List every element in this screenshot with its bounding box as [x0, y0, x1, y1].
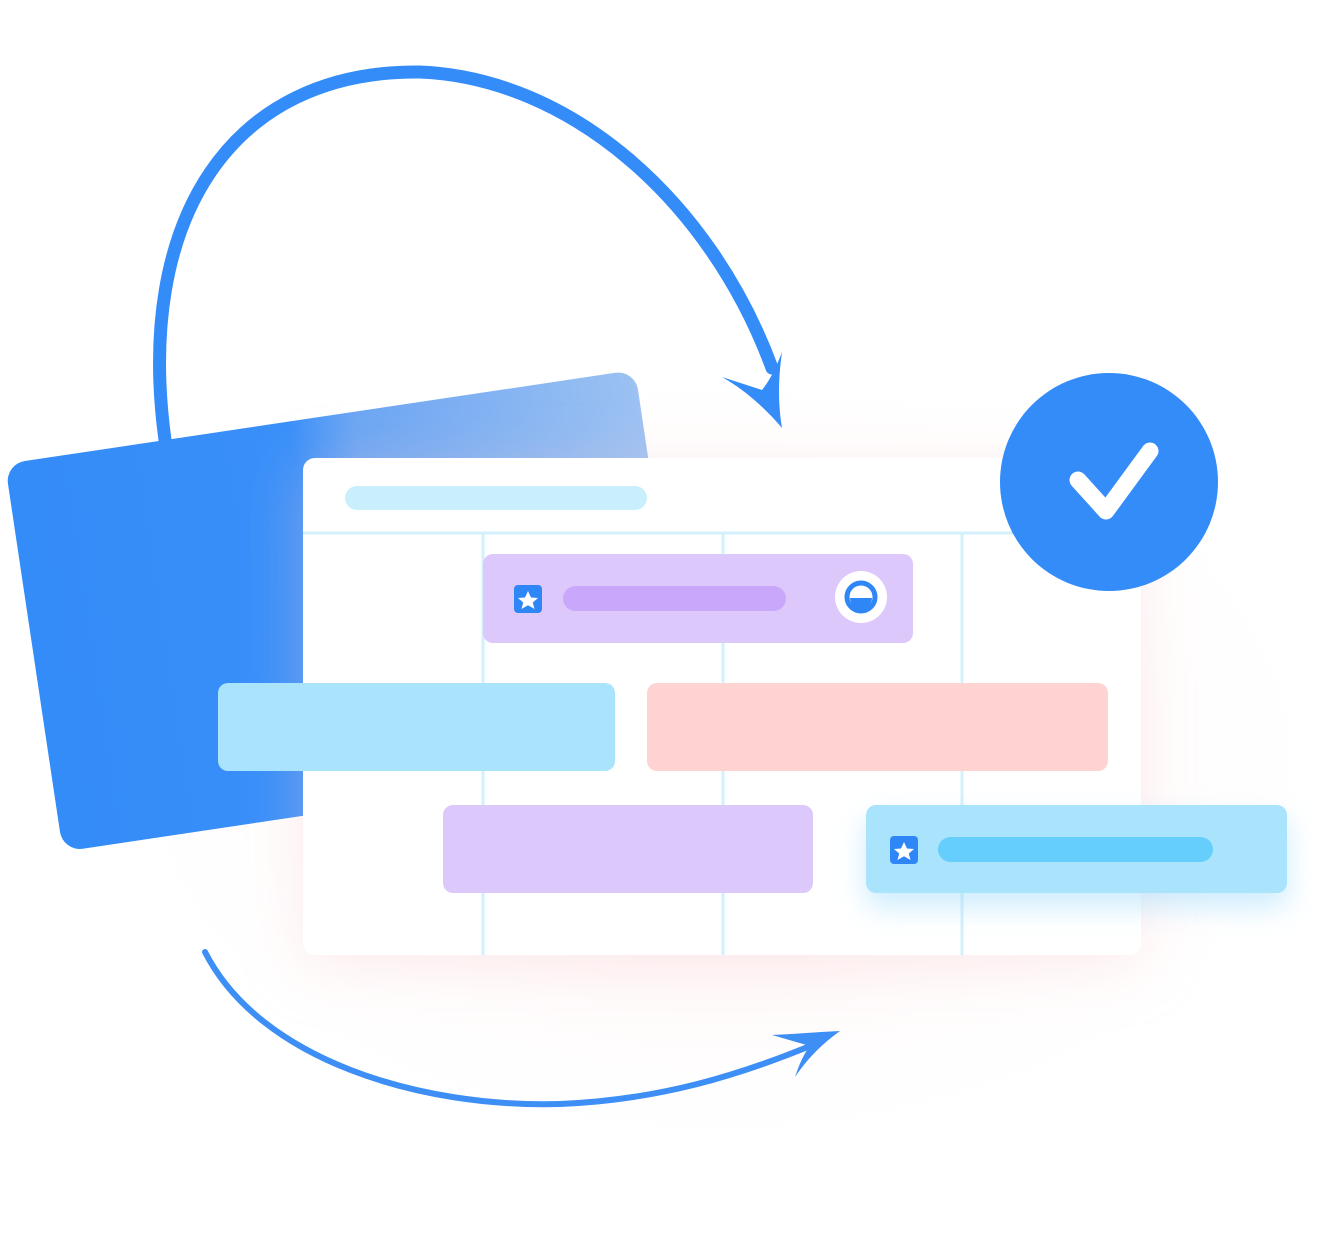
- panel-header-pill: [345, 486, 647, 510]
- task-bar-purple-top[interactable]: [483, 554, 913, 643]
- curved-arrow-icon: [202, 949, 840, 1108]
- checkmark-icon: [1000, 373, 1218, 591]
- task-bar-purple-bottom[interactable]: [443, 805, 813, 893]
- star-icon: [514, 585, 542, 613]
- star-icon: [890, 836, 918, 864]
- task-bar-pink[interactable]: [647, 683, 1108, 771]
- task-title-pill: [563, 586, 786, 611]
- task-bar-light-blue[interactable]: [218, 683, 615, 771]
- task-title-pill: [938, 837, 1213, 862]
- curved-arrow-icon: [153, 65, 782, 447]
- half-circle-status-icon[interactable]: [835, 571, 887, 623]
- moved-task-card[interactable]: [866, 805, 1287, 893]
